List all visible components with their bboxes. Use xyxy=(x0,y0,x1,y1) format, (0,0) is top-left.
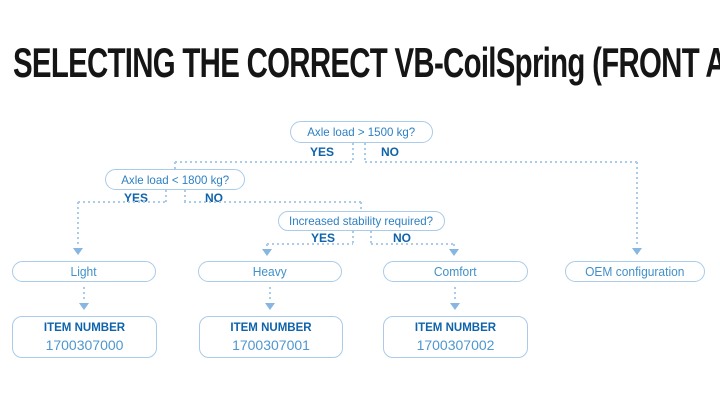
connector-line xyxy=(269,287,271,302)
question-label: Axle load < 1800 kg? xyxy=(121,172,229,187)
question-box-axle-load-1800: Axle load < 1800 kg? xyxy=(105,169,245,190)
connector-line xyxy=(352,231,354,243)
connector-line xyxy=(78,201,166,203)
connector-line xyxy=(174,162,176,170)
connector-line xyxy=(453,244,455,249)
item-number-value: 1700307002 xyxy=(416,336,495,353)
option-label: Light xyxy=(70,264,98,279)
no-label: NO xyxy=(381,145,399,159)
arrow-down-icon xyxy=(73,248,83,255)
connector-line xyxy=(77,202,79,247)
connector-line xyxy=(636,162,638,247)
connector-line xyxy=(83,287,85,302)
connector-line xyxy=(184,201,362,203)
connector-line xyxy=(352,143,354,162)
connector-line xyxy=(267,243,353,245)
yes-label: YES xyxy=(309,145,334,159)
option-label: Comfort xyxy=(434,264,477,279)
arrow-down-icon xyxy=(265,303,275,310)
connector-line xyxy=(365,161,638,163)
question-box-increased-stability: Increased stability required? xyxy=(278,211,445,231)
item-box-1700307001: ITEM NUMBER 1700307001 xyxy=(199,316,343,358)
option-label: OEM configuration xyxy=(585,264,685,279)
connector-line xyxy=(454,287,456,302)
item-box-1700307000: ITEM NUMBER 1700307000 xyxy=(12,316,157,358)
connector-line xyxy=(165,190,167,202)
arrow-down-icon xyxy=(449,249,459,256)
question-box-axle-load-1500: Axle load > 1500 kg? xyxy=(290,121,433,143)
option-box-light: Light xyxy=(12,261,156,282)
option-box-oem-configuration: OEM configuration xyxy=(565,261,705,282)
connector-line xyxy=(364,143,366,162)
connector-line xyxy=(370,231,372,243)
connector-line xyxy=(266,244,268,249)
arrow-down-icon xyxy=(262,249,272,256)
question-label: Increased stability required? xyxy=(289,214,434,228)
connector-line xyxy=(184,190,186,202)
item-number-label: ITEM NUMBER xyxy=(43,321,126,334)
item-number-label: ITEM NUMBER xyxy=(414,321,497,334)
arrow-down-icon xyxy=(632,248,642,255)
connector-line xyxy=(371,243,454,245)
option-label: Heavy xyxy=(252,264,288,279)
page-title: SELECTING THE CORRECT VB-CoilSpring (FRO… xyxy=(13,39,720,86)
item-number-value: 1700307001 xyxy=(232,336,310,353)
item-number-label: ITEM NUMBER xyxy=(230,321,312,334)
arrow-down-icon xyxy=(79,303,89,310)
connector-line xyxy=(360,202,362,211)
item-box-1700307002: ITEM NUMBER 1700307002 xyxy=(383,316,528,358)
item-number-value: 1700307000 xyxy=(45,336,124,353)
option-box-heavy: Heavy xyxy=(198,261,342,282)
question-label: Axle load > 1500 kg? xyxy=(307,125,416,139)
yes-label: YES xyxy=(310,231,335,245)
connector-line xyxy=(175,161,353,163)
option-box-comfort: Comfort xyxy=(383,261,528,282)
no-label: NO xyxy=(393,231,411,245)
arrow-down-icon xyxy=(450,303,460,310)
